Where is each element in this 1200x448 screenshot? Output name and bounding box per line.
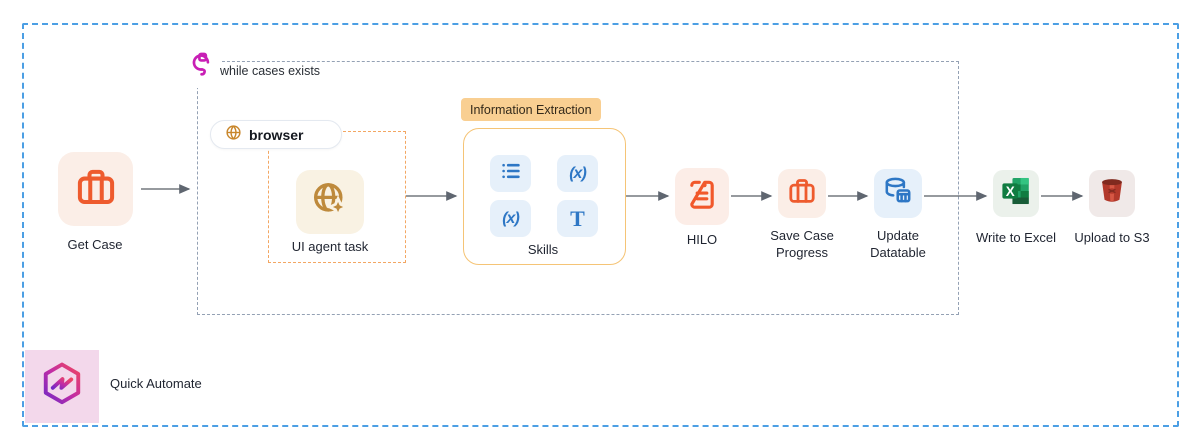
function-x-icon: (x)	[569, 164, 587, 182]
node-save-case-progress-label: Save Case Progress	[770, 227, 834, 261]
quick-automate-logo	[25, 350, 99, 423]
workflow-outer-boundary	[22, 23, 1179, 427]
node-ui-agent-task-label: UI agent task	[291, 239, 369, 254]
loop-icon	[187, 51, 217, 86]
label-line: Update	[877, 228, 919, 243]
skill-list-extraction[interactable]	[490, 155, 531, 192]
browser-tag-pill[interactable]: browser	[210, 120, 342, 149]
while-loop-region	[197, 61, 959, 315]
briefcase-icon	[786, 175, 818, 212]
node-hilo[interactable]	[675, 168, 729, 225]
briefcase-icon	[73, 164, 119, 215]
node-upload-to-s3-label: Upload to S3	[1074, 230, 1150, 245]
skill-function-extraction-1[interactable]: (x)	[557, 155, 598, 192]
text-icon: T	[570, 205, 585, 231]
skill-text-extraction[interactable]: T	[557, 200, 598, 237]
label-line: Datatable	[870, 245, 926, 260]
node-upload-to-s3[interactable]	[1089, 170, 1135, 217]
database-table-icon	[882, 175, 914, 212]
node-skills-group[interactable]	[463, 128, 626, 265]
svg-text:X: X	[1006, 184, 1015, 199]
hexagon-logo-icon	[36, 358, 88, 415]
node-write-to-excel-label: Write to Excel	[976, 230, 1056, 245]
quick-automate-label: Quick Automate	[110, 376, 202, 391]
while-loop-label: while cases exists	[220, 64, 321, 78]
globe-sparkle-icon	[309, 179, 351, 226]
skill-function-extraction-2[interactable]: (x)	[490, 200, 531, 237]
label-line: Save Case	[770, 228, 834, 243]
s3-bucket-icon	[1096, 175, 1128, 212]
clipboard-icon	[684, 176, 720, 217]
node-hilo-label: HILO	[686, 232, 718, 247]
globe-icon	[225, 124, 242, 146]
node-get-case-label: Get Case	[67, 237, 123, 252]
node-write-to-excel[interactable]: X	[993, 170, 1039, 217]
function-x-icon: (x)	[502, 209, 520, 227]
node-update-datatable-label: Update Datatable	[870, 227, 926, 261]
list-icon	[499, 159, 523, 188]
node-skills-label: Skills	[527, 242, 559, 257]
node-update-datatable[interactable]	[874, 169, 922, 218]
label-line: Progress	[775, 245, 829, 260]
excel-icon: X	[999, 174, 1033, 213]
node-save-case-progress[interactable]	[778, 169, 826, 218]
information-extraction-tag: Information Extraction	[461, 98, 601, 121]
while-loop-node[interactable]	[182, 48, 222, 88]
node-get-case[interactable]	[58, 152, 133, 226]
browser-tag-label: browser	[249, 126, 304, 143]
node-ui-agent-task[interactable]	[296, 170, 364, 234]
